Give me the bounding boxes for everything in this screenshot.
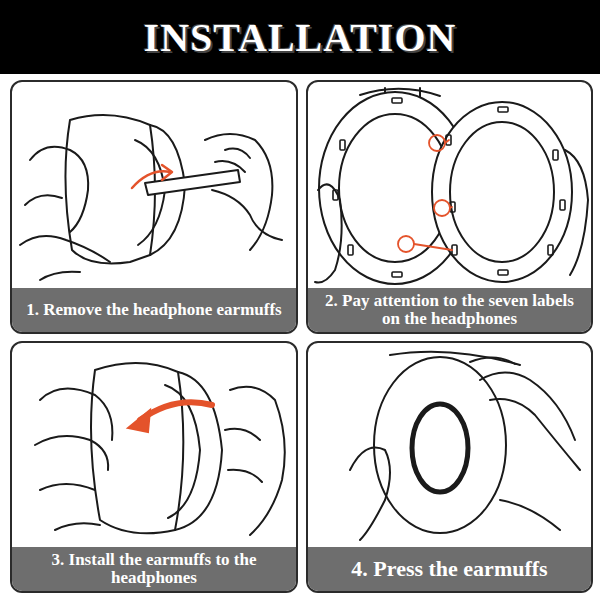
install-arrow-head (128, 410, 150, 432)
step-panel: 4. Press the earmuffs (306, 341, 593, 593)
ring-labels-drawing (315, 88, 588, 284)
install-earmuff-drawing (35, 363, 285, 535)
press-earmuff-drawing (350, 352, 580, 540)
step-caption: 2. Pay attention to the seven labels on … (308, 288, 591, 332)
remove-earmuff-drawing (20, 115, 282, 280)
lift-arrow-head (162, 165, 172, 180)
label-highlights (398, 135, 452, 252)
step-panel: 2. Pay attention to the seven labels on … (306, 80, 593, 334)
step-caption: 1. Remove the headphone earmuffs (12, 288, 296, 332)
step-caption: 3. Install the earmuffs to the headphone… (12, 547, 296, 591)
step-panel: 1. Remove the headphone earmuffs (10, 80, 298, 334)
title: INSTALLATION (144, 14, 457, 61)
step-caption: 4. Press the earmuffs (308, 547, 591, 591)
title-band: INSTALLATION (0, 0, 600, 74)
step-panel: 3. Install the earmuffs to the headphone… (10, 341, 298, 593)
header-band (0, 0, 600, 74)
